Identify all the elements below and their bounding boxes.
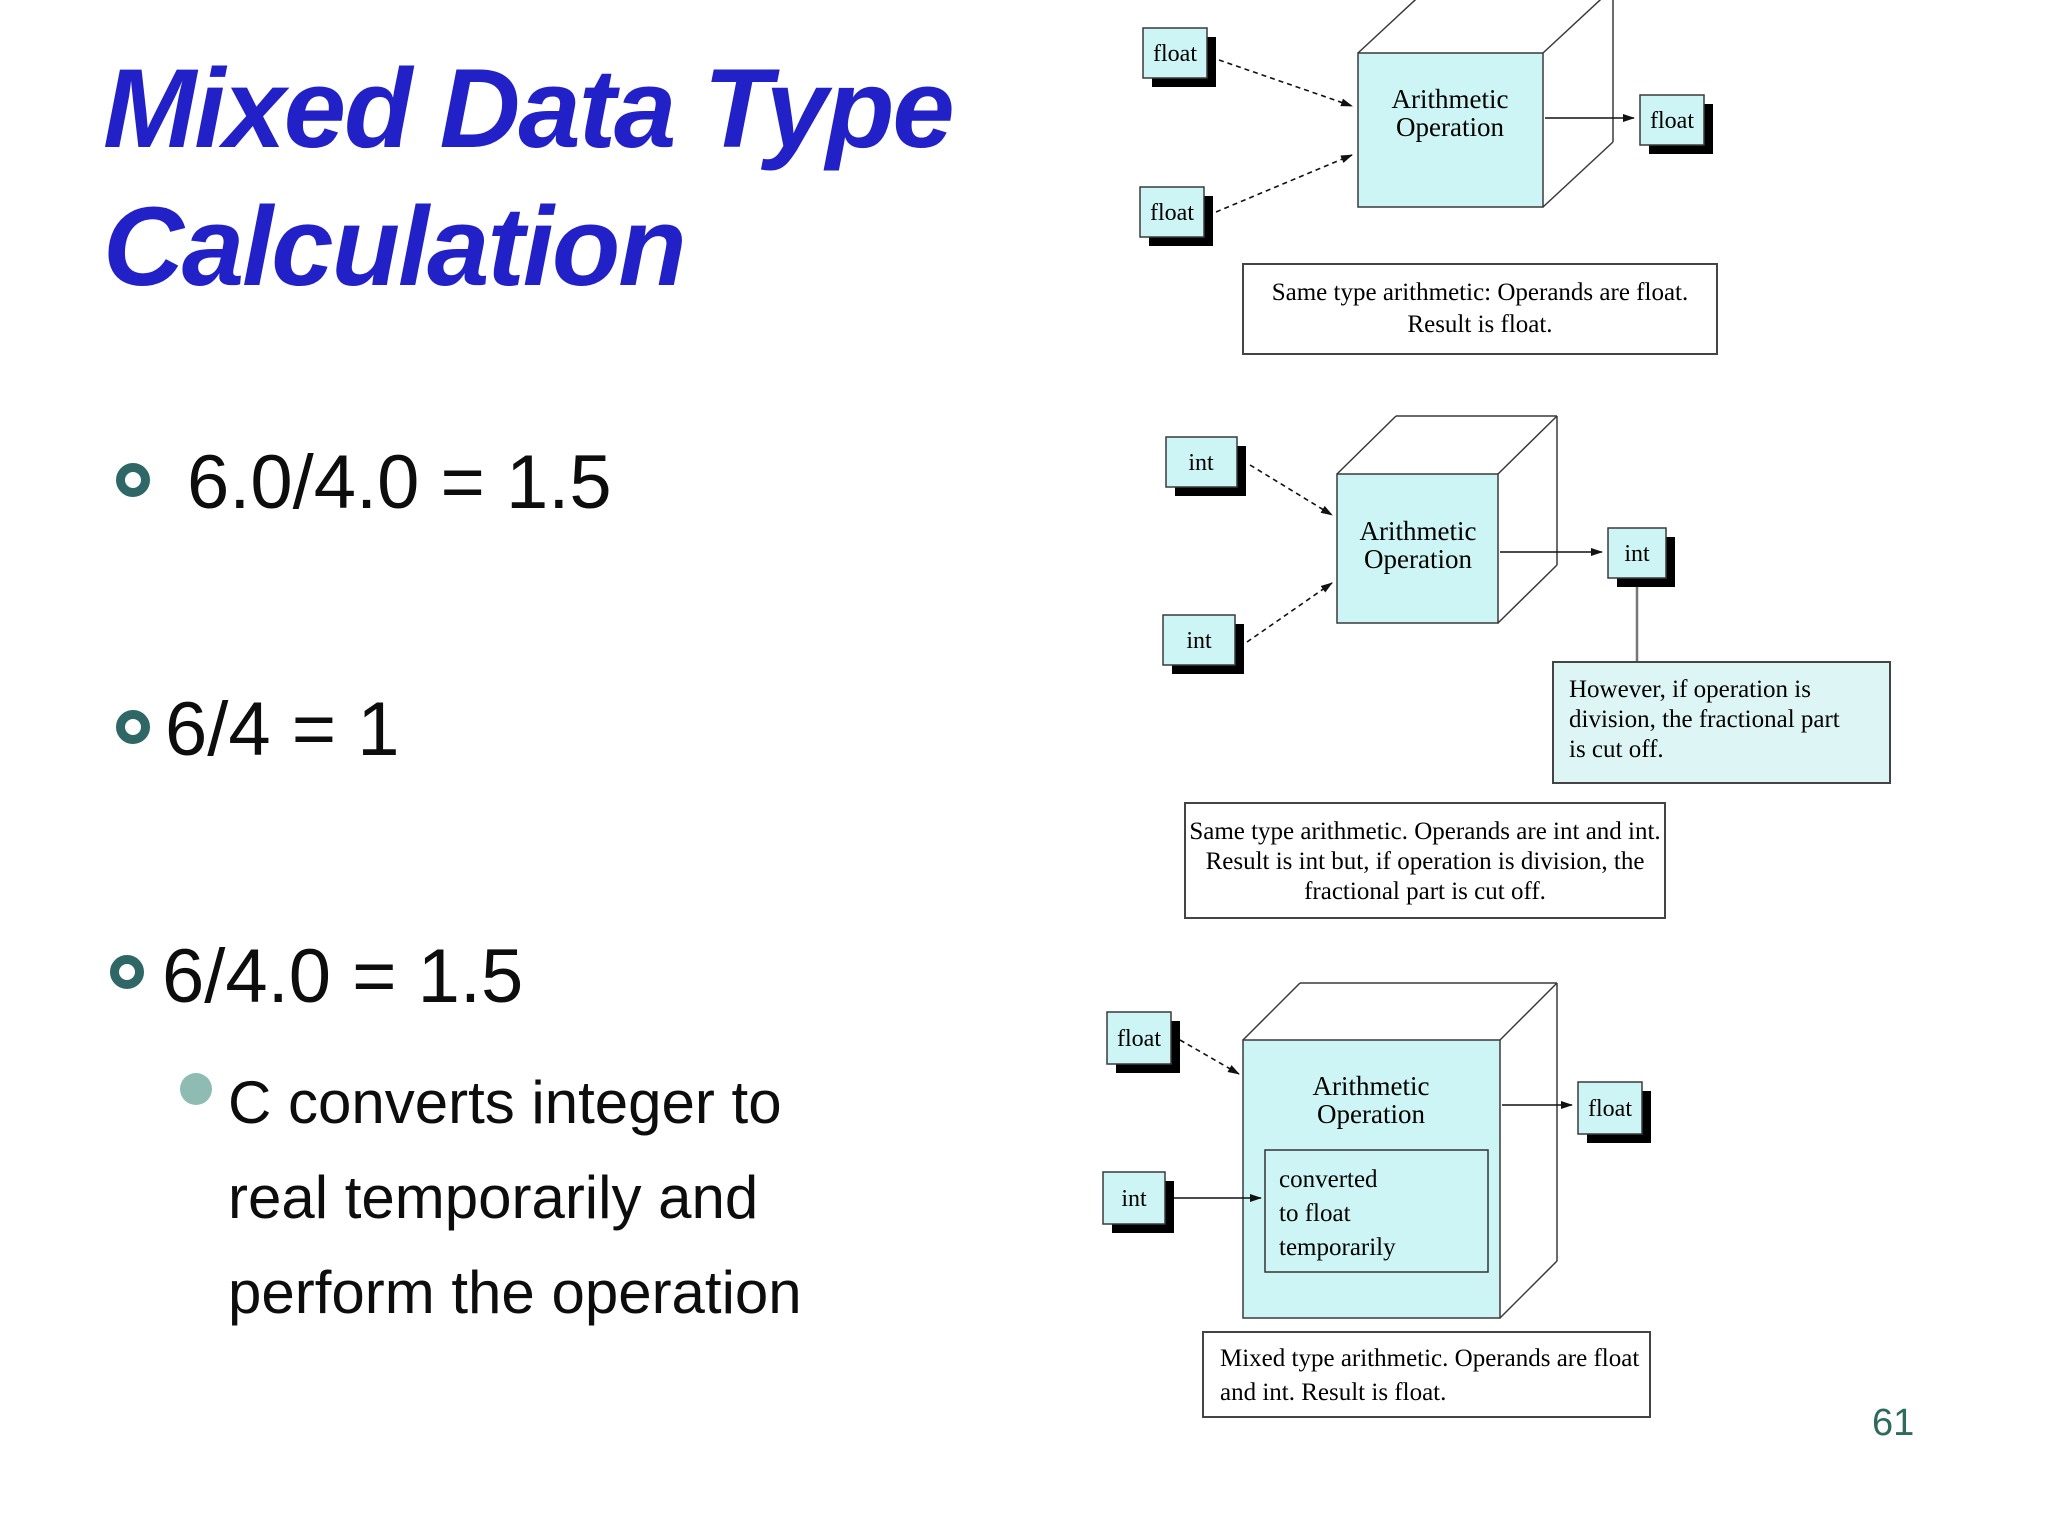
- page-number: 61: [1872, 1402, 1915, 1444]
- output-box-float: float: [1577, 1081, 1651, 1143]
- bullet-ring-icon: [110, 955, 144, 989]
- input-arrow-float: [1179, 1039, 1240, 1075]
- caption-line1: Mixed type arithmetic. Operands are floa…: [1220, 1345, 1639, 1372]
- input-label: int: [1188, 450, 1214, 476]
- caption-line3: fractional part is cut off.: [1304, 878, 1546, 905]
- caption-line2: Result is int but, if operation is divis…: [1206, 848, 1645, 875]
- bullet-item-3: 6/4.0 = 1.5: [162, 934, 524, 1019]
- note-line1: However, if operation is: [1569, 676, 1811, 703]
- operation-label-line1: Arithmetic: [1360, 516, 1477, 546]
- operation-label-line2: Operation: [1317, 1099, 1425, 1129]
- output-box-float: float: [1639, 94, 1713, 154]
- input-box-float-top: float: [1142, 27, 1216, 87]
- input-arrow-top: [1218, 59, 1353, 107]
- input-arrow-top: [1249, 464, 1333, 516]
- diagram-mixed-type: Arithmetic Operation converted to float …: [1102, 982, 1651, 1418]
- input-box-float: float: [1106, 1011, 1180, 1073]
- input-label: int: [1186, 628, 1212, 654]
- bullet-ring-icon: [116, 463, 150, 497]
- operation-box: [1336, 473, 1499, 624]
- output-box-int: int: [1607, 527, 1675, 587]
- division-note-box: However, if operation is division, the f…: [1552, 661, 1891, 784]
- slide-title-line2: Calculation: [103, 183, 687, 309]
- converted-line2: to float: [1279, 1200, 1351, 1227]
- sub-bullet-text: C converts integer to real temporarily a…: [228, 1069, 802, 1326]
- input-arrow-bottom: [1215, 154, 1353, 213]
- converted-to-float-box: converted to float temporarily: [1264, 1149, 1489, 1273]
- output-label: float: [1650, 108, 1694, 134]
- arithmetic-operation-cube: Arithmetic Operation: [1336, 415, 1558, 624]
- bullet-item-1: 6.0/4.0 = 1.5: [187, 440, 612, 525]
- caption-line1: Same type arithmetic. Operands are int a…: [1189, 818, 1660, 845]
- operation-box: [1357, 52, 1544, 208]
- diagram-int-int: Arithmetic Operation int int int However…: [1162, 415, 1891, 919]
- input-label: float: [1150, 200, 1194, 226]
- slide-title-line1: Mixed Data Type: [103, 46, 955, 171]
- input-box-int-top: int: [1165, 436, 1246, 496]
- operation-label-line1: Arithmetic: [1392, 84, 1509, 114]
- caption-box: Same type arithmetic: Operands are float…: [1242, 263, 1718, 355]
- input-label: int: [1121, 1186, 1147, 1212]
- caption-line2: and int. Result is float.: [1220, 1379, 1446, 1406]
- note-line2: division, the fractional part: [1569, 706, 1840, 733]
- input-box-int-bottom: int: [1162, 614, 1244, 674]
- input-label: float: [1117, 1026, 1161, 1052]
- bullet-ring-icon: [116, 710, 150, 744]
- operation-label-line1: Arithmetic: [1313, 1071, 1430, 1101]
- converted-line1: converted: [1279, 1166, 1378, 1193]
- caption-box: Same type arithmetic. Operands are int a…: [1184, 802, 1666, 919]
- slide-title: Mixed Data Type Calculation: [103, 40, 1103, 316]
- converted-line3: temporarily: [1279, 1234, 1396, 1261]
- arithmetic-operation-cube: Arithmetic Operation converted to float …: [1242, 982, 1558, 1319]
- caption-line2: Result is float.: [1407, 311, 1552, 338]
- input-label: float: [1153, 41, 1197, 67]
- input-box-float-bottom: float: [1139, 186, 1213, 246]
- caption-line1: Same type arithmetic: Operands are float…: [1272, 279, 1689, 306]
- caption-box: Mixed type arithmetic. Operands are floa…: [1202, 1331, 1651, 1418]
- output-label: int: [1624, 541, 1650, 567]
- diagram-float-float: Arithmetic Operation float float float S…: [1139, 0, 1718, 355]
- arithmetic-operation-cube: Arithmetic Operation: [1357, 0, 1614, 208]
- input-box-int: int: [1102, 1171, 1174, 1233]
- input-arrow-bottom: [1246, 582, 1333, 643]
- output-label: float: [1588, 1096, 1632, 1122]
- note-line3: is cut off.: [1569, 736, 1664, 763]
- sub-bullet-dot-icon: [180, 1073, 212, 1105]
- operation-label-line2: Operation: [1396, 112, 1504, 142]
- bullet-item-2: 6/4 = 1: [165, 687, 400, 772]
- operation-label-line2: Operation: [1364, 544, 1472, 574]
